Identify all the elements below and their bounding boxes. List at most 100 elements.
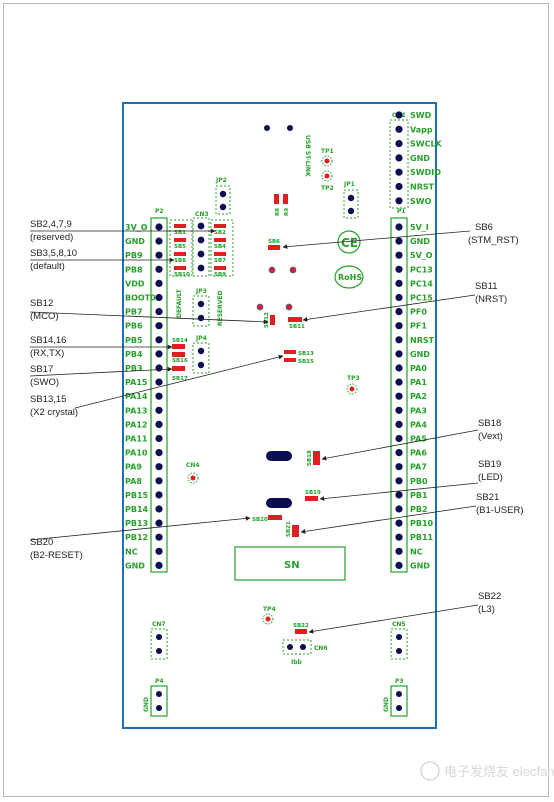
- sb8-label: SB8: [174, 258, 186, 264]
- cn3-label: CN3: [195, 211, 209, 218]
- cn2-pin-label: Vapp: [410, 125, 433, 134]
- p2-pin-label: GND: [125, 561, 145, 570]
- p2-pin: [155, 420, 163, 428]
- sb1-label: SB1: [174, 230, 186, 236]
- callout-sb21-line: [300, 505, 477, 534]
- pcb-outline: [122, 102, 437, 729]
- sb11-bridge: [288, 317, 302, 322]
- tp1-dot: [324, 158, 330, 164]
- p1-pin-label: PA1: [410, 378, 427, 387]
- p1-pin-label: 5V_I: [410, 223, 429, 232]
- p1-pin: [395, 449, 403, 457]
- serial-number-box: [234, 546, 346, 581]
- callout-sb20-sub: (B2-RESET): [30, 550, 83, 561]
- p2-pin-label: PB14: [125, 505, 149, 514]
- cn2-pin-label: SWCLK: [410, 140, 443, 149]
- p1-pin-label: PC15: [410, 294, 433, 303]
- callout-sb12-title: SB12: [30, 298, 53, 309]
- p1-pin: [395, 265, 403, 273]
- callout-sb6-title: SB6: [475, 222, 493, 233]
- callout-sb18-title: SB18: [478, 418, 501, 429]
- cn7-label: CN7: [152, 621, 166, 628]
- cn2-pin-label: GND: [410, 154, 430, 163]
- callout-sb2479-title: SB2,4,7,9: [30, 219, 72, 230]
- jp1-pin: [347, 207, 355, 215]
- p1-pin-label: PF1: [410, 322, 427, 331]
- tp1-label: TP1: [321, 148, 334, 155]
- callout-sb6-sub: (STM_RST): [468, 235, 519, 246]
- jp2-outline: [215, 185, 231, 215]
- p1-pin-label: PB0: [410, 477, 428, 486]
- p1-pin: [395, 491, 403, 499]
- p1-pin-label: NRST: [410, 336, 435, 345]
- p2-pin-label: PB15: [125, 491, 149, 500]
- tp3-label: TP3: [347, 375, 360, 382]
- p3-pin: [396, 705, 402, 711]
- usb-hole-right: [287, 125, 293, 131]
- p1-pin-label: PA7: [410, 463, 427, 472]
- ce-mark: CE: [341, 236, 358, 250]
- sb22-label: SB22: [293, 623, 309, 629]
- p2-pin: [155, 322, 163, 330]
- sb20-bridge: [268, 515, 282, 520]
- rohs-mark: RoHS: [338, 273, 362, 282]
- cn2-pin: [395, 182, 403, 191]
- p1-pin-label: PB11: [410, 533, 434, 542]
- jp4-outline: [192, 342, 210, 374]
- tp3-dot: [349, 386, 355, 392]
- callout-sb11-line: [302, 294, 476, 322]
- cn7-pin: [156, 648, 162, 654]
- p2-pin: [155, 265, 163, 273]
- cn5-label: CN5: [392, 621, 406, 628]
- sb9-bridge: [214, 266, 226, 270]
- cn2-pin: [395, 140, 403, 148]
- cn4-label: CN4: [186, 462, 200, 469]
- jp3-label: JP3: [195, 288, 207, 295]
- p1-pin-label: 5V_O: [410, 251, 433, 260]
- sb1-bridge: [174, 224, 186, 228]
- p1-pin: [395, 392, 403, 400]
- p2-pin-label: PB5: [125, 336, 143, 345]
- sb9-label: SB9: [214, 272, 226, 278]
- jp4-label: JP4: [195, 335, 207, 342]
- jp3-pin: [197, 300, 205, 308]
- cn3-pin: [197, 222, 205, 230]
- p1-pin-label: PB10: [410, 519, 434, 528]
- callout-sb19-line: [319, 482, 479, 501]
- p2-pin: [155, 561, 163, 570]
- p2-pin-label: PB9: [125, 251, 143, 260]
- p2-pin-label: PB13: [125, 519, 148, 528]
- ibb-label: Ibb: [291, 659, 303, 666]
- reserved-block-outline: [210, 219, 234, 277]
- cn5-pin: [396, 648, 402, 654]
- p1-pin: [395, 293, 403, 302]
- p2-pin-label: PB4: [125, 350, 143, 359]
- r9-label: R9: [284, 208, 290, 216]
- callout-sb2479-sub: (reserved): [30, 232, 73, 243]
- tp4-label: TP4: [263, 606, 276, 613]
- rohs-mark-ring: [334, 265, 364, 289]
- cn3-pin: [197, 236, 205, 244]
- p2-pin-label: PA14: [125, 392, 148, 401]
- callout-sb22-sub: (L3): [478, 604, 495, 615]
- p2-pin: [155, 519, 163, 527]
- jp1-pin: [347, 194, 355, 202]
- p2-pin-label: PA9: [125, 463, 142, 472]
- p2-pin: [155, 237, 163, 245]
- p2-pin-label: 3V_O: [125, 223, 148, 232]
- cn7-outline: [150, 628, 168, 660]
- p2-pin-label: VDD: [125, 279, 145, 288]
- default-block-outline: [169, 219, 193, 277]
- cn4-ring: [187, 472, 199, 484]
- sb15-label: SB15: [298, 359, 314, 365]
- p1-pin-label: NC: [410, 547, 423, 556]
- callout-sb22-line: [308, 604, 479, 634]
- p1-pin-label: PA3: [410, 406, 427, 415]
- tp2-ring: [321, 170, 333, 182]
- p3-label: P3: [395, 678, 404, 685]
- p1-pin: [395, 251, 403, 259]
- p2-pin-label: PB12: [125, 533, 148, 542]
- jp2-label: JP2: [215, 177, 227, 184]
- p1-pin: [395, 505, 403, 513]
